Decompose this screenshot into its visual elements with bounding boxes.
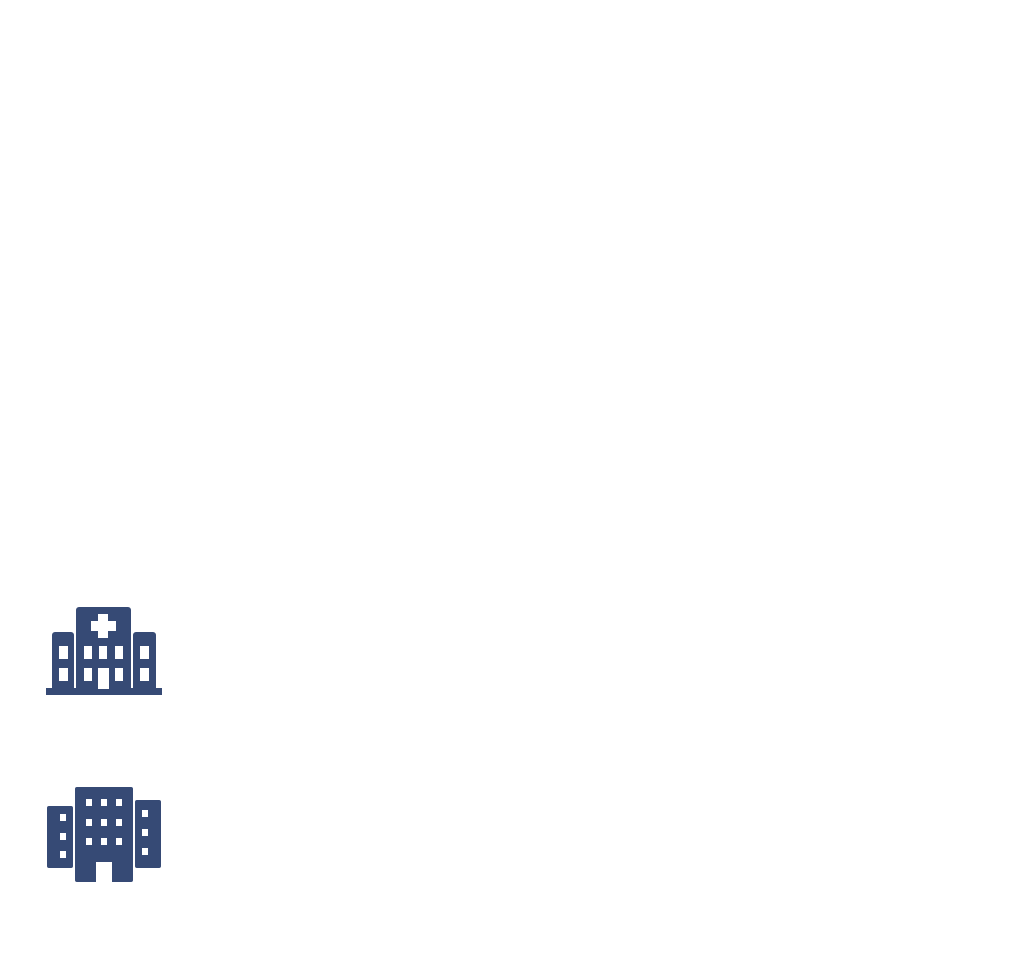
office-building-icon [47, 787, 161, 882]
hospital-icon [46, 607, 162, 695]
